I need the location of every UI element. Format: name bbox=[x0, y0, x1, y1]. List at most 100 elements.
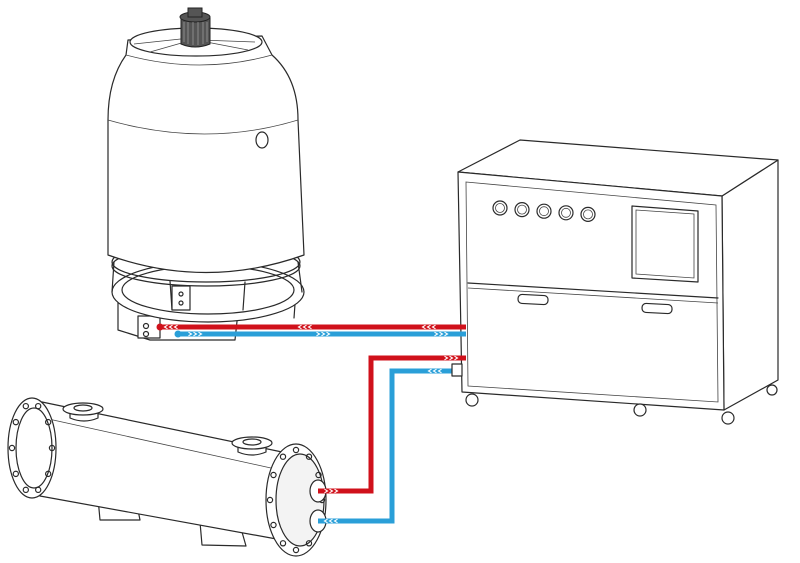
chiller-knob bbox=[514, 202, 530, 218]
flow-arrow bbox=[324, 488, 329, 494]
flange-bolt bbox=[292, 446, 300, 454]
bolt bbox=[178, 300, 184, 306]
flange-bolt bbox=[44, 418, 52, 426]
flow-arrow bbox=[323, 518, 328, 524]
flange-bolt bbox=[266, 496, 274, 504]
chiller-knob-group bbox=[492, 200, 596, 222]
flow-arrow bbox=[427, 368, 432, 374]
flange-bolt bbox=[34, 402, 42, 410]
flow-arrow bbox=[326, 331, 331, 337]
chiller-panel-split bbox=[467, 282, 719, 299]
flange-bolt bbox=[12, 418, 20, 426]
flow-arrow bbox=[198, 331, 203, 337]
flange-bolt bbox=[270, 521, 277, 529]
flange-bolt bbox=[34, 486, 42, 494]
chiller-caster bbox=[465, 393, 479, 407]
chiller-knob-inner bbox=[539, 206, 549, 217]
chiller-caster bbox=[721, 411, 735, 425]
tower-inspection-port bbox=[255, 131, 269, 149]
chiller-knob bbox=[536, 203, 552, 219]
chiller-caster bbox=[766, 384, 778, 396]
flow-arrow bbox=[193, 331, 198, 337]
flange-bolt bbox=[44, 470, 52, 478]
flow-arrow bbox=[431, 324, 436, 330]
flow-arrow bbox=[163, 324, 168, 330]
chiller-knob-inner bbox=[583, 209, 593, 220]
flange-bolt bbox=[270, 471, 277, 479]
flange-bolt bbox=[279, 540, 287, 547]
flange-bolt bbox=[279, 453, 287, 460]
flange-bolt bbox=[315, 471, 322, 479]
tower-fan-guard bbox=[133, 37, 256, 53]
flow-arrow bbox=[432, 368, 437, 374]
flow-arrow bbox=[434, 331, 439, 337]
chiller-front-frame bbox=[465, 181, 719, 403]
flange-bolt bbox=[305, 453, 313, 460]
flow-arrow bbox=[329, 488, 334, 494]
flow-arrow bbox=[173, 324, 178, 330]
pipe-end-hot bbox=[156, 323, 164, 331]
flow-arrow bbox=[444, 331, 449, 337]
flow-arrow bbox=[328, 518, 333, 524]
exchanger-left-flange-inner bbox=[15, 407, 53, 489]
flow-arrow bbox=[439, 331, 444, 337]
exchanger-cold-pipe bbox=[318, 368, 462, 524]
cooling-tower bbox=[107, 7, 305, 341]
flow-arrow bbox=[297, 324, 302, 330]
exchanger-nozzle-bore bbox=[73, 404, 93, 412]
flow-arrow bbox=[302, 324, 307, 330]
exchanger-nozzle-flange bbox=[231, 436, 273, 450]
chiller-knob-inner bbox=[517, 204, 527, 215]
exchanger-left-flange bbox=[7, 397, 57, 499]
chiller-display-inner bbox=[635, 209, 695, 279]
flow-arrow bbox=[334, 488, 339, 494]
tower-outlet bbox=[171, 285, 191, 311]
flow-arrow bbox=[168, 324, 173, 330]
flow-arrow bbox=[321, 331, 326, 337]
flange-bolt bbox=[22, 402, 30, 410]
bolt bbox=[142, 322, 150, 330]
chiller-side-panel bbox=[721, 159, 779, 411]
exchanger-nozzle-bore bbox=[242, 438, 262, 446]
chiller-knob-inner bbox=[561, 207, 571, 218]
tower-body bbox=[107, 35, 305, 274]
flange-bolt bbox=[8, 444, 16, 452]
chiller-knob-inner bbox=[495, 203, 505, 213]
flow-arrow bbox=[333, 518, 338, 524]
flange-bolt bbox=[305, 540, 313, 547]
flow-arrow bbox=[426, 324, 431, 330]
tower-body-seam bbox=[125, 54, 273, 66]
flange-bolt bbox=[48, 444, 56, 452]
flange-bolt bbox=[12, 470, 20, 478]
exchanger-shell-seam bbox=[43, 417, 281, 471]
tower-motor-top bbox=[187, 7, 203, 18]
chiller-drawer-handle bbox=[641, 302, 673, 315]
bolt bbox=[142, 330, 150, 338]
tower-body-seam bbox=[107, 119, 299, 135]
flow-arrow bbox=[437, 368, 442, 374]
chiller-caster bbox=[633, 403, 647, 417]
flow-arrow bbox=[316, 331, 321, 337]
flow-arrow bbox=[421, 324, 426, 330]
chiller-drawer-handle bbox=[517, 293, 549, 306]
exchanger-hot-pipe bbox=[318, 355, 466, 494]
bolt bbox=[178, 291, 184, 297]
flange-bolt bbox=[292, 546, 300, 554]
exchanger-nozzle-flange bbox=[62, 402, 104, 416]
chiller-panel-split bbox=[467, 287, 719, 304]
tower-strut bbox=[111, 261, 303, 311]
tower-motor-fins bbox=[183, 22, 208, 45]
flow-arrow bbox=[444, 355, 449, 361]
pipe-network bbox=[156, 323, 466, 524]
exchanger-shell bbox=[39, 401, 283, 541]
chiller-knob bbox=[492, 200, 508, 216]
shell-and-tube-heat-exchanger bbox=[7, 397, 327, 557]
flow-arrow bbox=[449, 355, 454, 361]
chiller-pipe-fitting bbox=[451, 363, 463, 377]
pipe-end-cold bbox=[174, 330, 182, 338]
chiller-display-screen bbox=[631, 205, 699, 283]
flow-arrow bbox=[454, 355, 459, 361]
chiller-unit bbox=[457, 139, 779, 425]
